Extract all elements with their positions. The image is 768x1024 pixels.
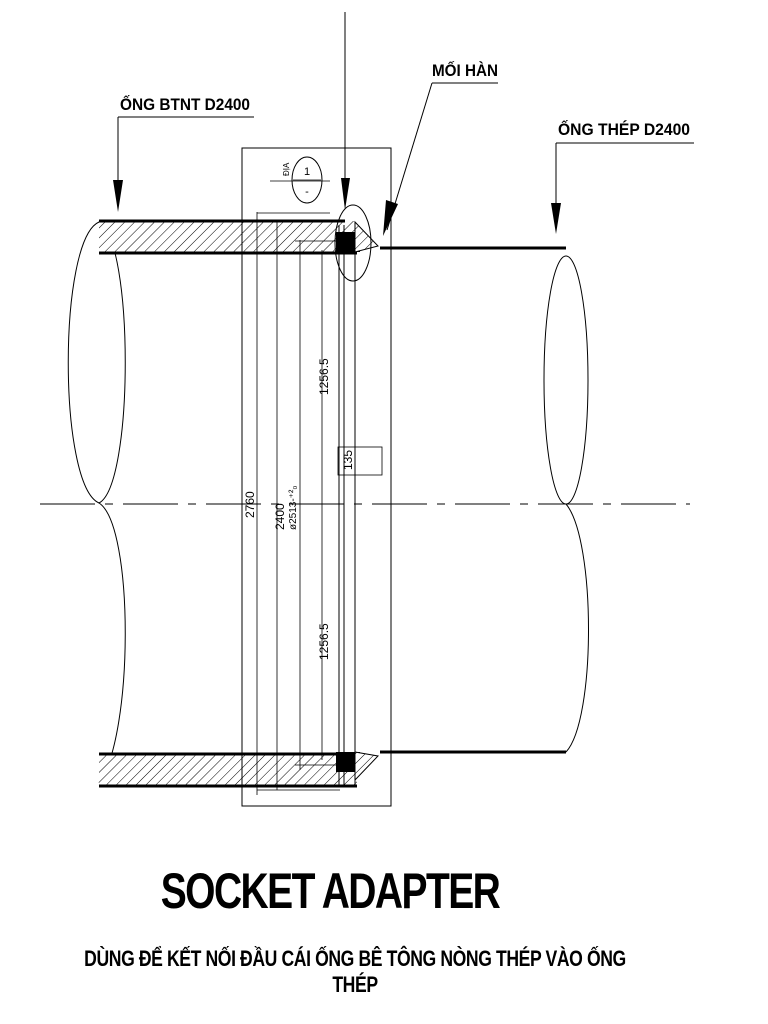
- leader-concrete-pipe: ỐNG BTNT D2400: [113, 94, 254, 212]
- leader-steel-pipe: ỐNG THÉP D2400: [551, 119, 694, 234]
- dimension-outer-diameter: 2760: [243, 491, 257, 518]
- concrete-wall-bottom: [99, 754, 357, 786]
- detail-side-text: ĐỊA: [282, 162, 291, 176]
- dimension-lower: 1256.5: [317, 623, 331, 660]
- steel-pipe: [380, 246, 589, 754]
- leader-top-vertical: [341, 12, 350, 210]
- drawing-title: SOCKET ADAPTER: [160, 863, 501, 919]
- dimension-socket-diameter: ø2513-⁺²₀: [288, 486, 299, 530]
- dimension-upper: 1256.5: [317, 358, 331, 395]
- leader-weld: MỐI HÀN: [383, 60, 498, 236]
- detail-sub: -: [305, 186, 309, 198]
- dimension-inner-diameter: 2400: [273, 503, 287, 530]
- concrete-pipe: [67, 219, 357, 788]
- label-steel-pipe: ỐNG THÉP D2400: [558, 119, 690, 139]
- label-weld: MỐI HÀN: [432, 60, 498, 80]
- dimension-texts: 1256.5 1256.5 135 2760 2400 ø2513-⁺²₀: [243, 358, 355, 660]
- detail-number: 1: [304, 166, 310, 178]
- drawing-subtitle: DÙNG ĐỂ KẾT NỐI ĐẦU CÁI ỐNG BÊ TÔNG NÒNG…: [84, 946, 626, 997]
- dimension-socket-width: 135: [341, 450, 355, 470]
- label-concrete-pipe: ỐNG BTNT D2400: [120, 94, 250, 114]
- detail-callout: 1 - ĐỊA: [282, 156, 372, 282]
- concrete-wall-top: [99, 221, 357, 253]
